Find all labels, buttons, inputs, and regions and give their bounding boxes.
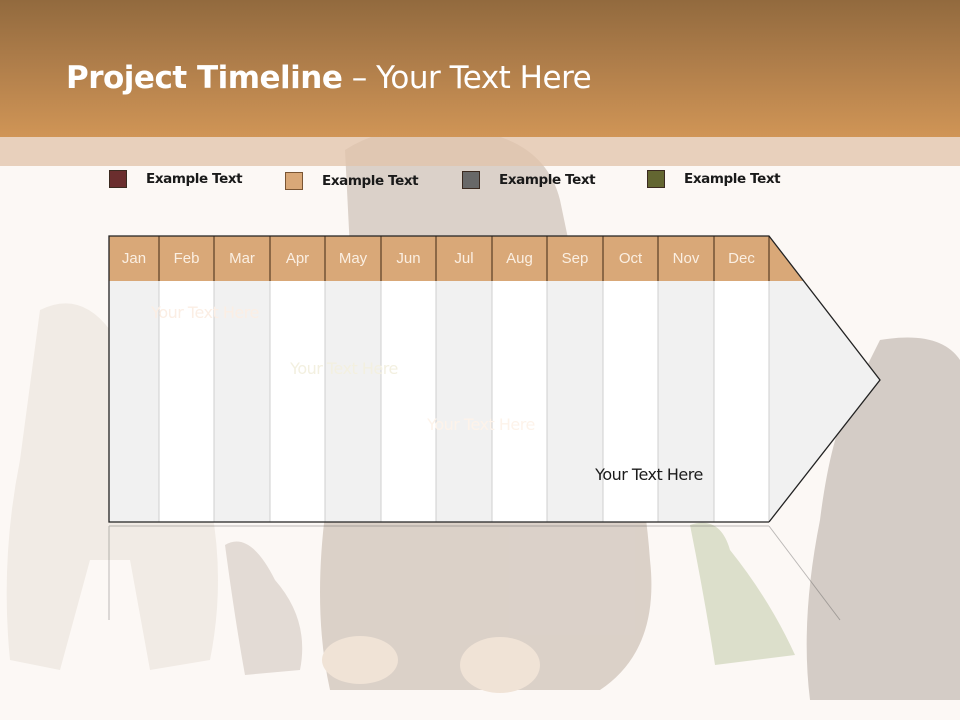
month-may: May: [338, 250, 368, 267]
header-accent-band: [0, 137, 960, 166]
month-feb: Feb: [173, 250, 200, 267]
legend-label: Example Text: [146, 171, 243, 187]
task-bar-2[interactable]: Your Text Here: [274, 352, 436, 386]
task-bar-4[interactable]: Your Text Here: [551, 458, 769, 491]
task-bar-label: Your Text Here: [427, 415, 535, 434]
legend-item: Example Text: [285, 172, 419, 190]
task-bar-label: Your Text Here: [595, 465, 703, 484]
parrot-silhouette: [690, 522, 795, 665]
title-rest: – Your Text Here: [342, 60, 592, 96]
task-bar-label: Your Text Here: [290, 359, 398, 378]
title-bold: Project Timeline: [66, 60, 343, 96]
legend-label: Example Text: [322, 173, 419, 189]
legend-swatch-olive: [647, 170, 665, 188]
month-jul: Jul: [454, 250, 474, 267]
cat-silhouette: [806, 337, 960, 700]
task-bar-3[interactable]: Your Text Here: [384, 408, 600, 442]
legend-label: Example Text: [684, 171, 781, 187]
month-jun: Jun: [396, 250, 421, 267]
legend-swatch-maroon: [109, 170, 127, 188]
month-jan: Jan: [121, 250, 147, 267]
legend-swatch-gray: [462, 171, 480, 189]
legend-item: Example Text: [462, 171, 596, 189]
guinea-pig-silhouette: [225, 541, 303, 675]
month-apr: Apr: [285, 250, 310, 267]
legend-item: Example Text: [647, 170, 781, 188]
month-dec: Dec: [728, 250, 755, 267]
legend-item: Example Text: [109, 170, 243, 188]
month-aug: Aug: [506, 250, 533, 267]
legend-label: Example Text: [499, 172, 596, 188]
legend-swatch-tan: [285, 172, 303, 190]
legend: Example Text Example Text Example Text E…: [0, 170, 960, 194]
slide-title: Project Timeline – Your Text Here: [66, 60, 592, 96]
month-oct: Oct: [618, 250, 643, 267]
slide-header-band: Project Timeline – Your Text Here: [0, 0, 960, 137]
month-mar: Mar: [229, 250, 255, 267]
task-bar-label: Your Text Here: [151, 303, 259, 322]
month-nov: Nov: [672, 250, 700, 267]
task-bar-1[interactable]: Your Text Here: [112, 296, 320, 329]
month-sep: Sep: [561, 250, 589, 267]
